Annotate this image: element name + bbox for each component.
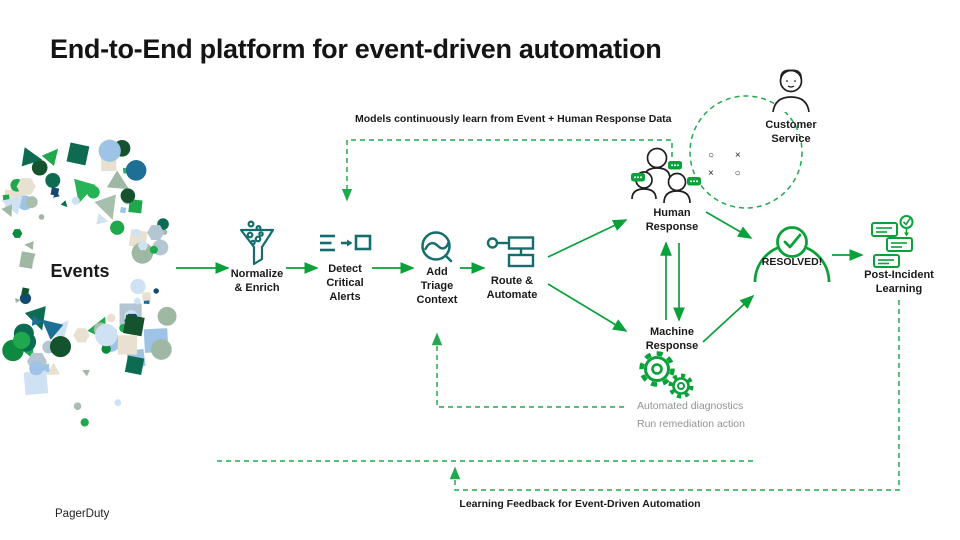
normalize-enrich-label: Normalize & Enrich	[230, 268, 284, 294]
models-learn-note: Models continuously learn from Event + H…	[355, 113, 672, 125]
ox-marks-row1: ○ ×	[708, 150, 750, 161]
customer-service-icon	[772, 69, 810, 113]
human-response-label: Human Response	[645, 207, 699, 233]
dashed-feedback-lines	[214, 95, 900, 491]
resolved-label: RESOLVED!	[761, 256, 823, 268]
funnel-icon	[239, 220, 275, 266]
solid-flow-arrows	[176, 211, 864, 343]
detect-alerts-icon	[320, 234, 372, 252]
dashed-customer-loop-circle	[689, 95, 803, 209]
detect-critical-alerts-label: Detect Critical Alerts	[326, 263, 364, 303]
brand-logo-text: PagerDuty	[55, 508, 110, 520]
human-response-icon	[631, 147, 701, 204]
learning-feedback-note: Learning Feedback for Event-Driven Autom…	[459, 498, 701, 510]
post-incident-icon	[871, 215, 914, 268]
dashed-models-learn-line	[341, 139, 673, 202]
arrow-human-resolved	[705, 211, 753, 239]
dashed-postincident-return-line	[449, 300, 900, 491]
route-automate-icon	[486, 236, 535, 268]
arrow-route-human	[547, 219, 628, 258]
run-remediation-note: Run remediation action	[637, 418, 745, 430]
customer-service-label: Customer Service	[765, 119, 817, 145]
ox-marks: ○ × × ○	[708, 147, 756, 182]
add-triage-context-label: Add Triage Context	[416, 266, 458, 306]
dashed-diagnostics-return-line	[431, 332, 624, 408]
arrow-route-machine	[547, 283, 628, 332]
post-incident-learning-label: Post-Incident Learning	[864, 269, 934, 295]
ox-marks-row2: × ○	[708, 167, 750, 179]
route-automate-label: Route & Automate	[486, 275, 538, 301]
triage-context-icon	[421, 231, 453, 263]
automated-diagnostics-note: Automated diagnostics	[637, 400, 744, 412]
page-title: End-to-End platform for event-driven aut…	[50, 34, 662, 64]
machine-response-label: Machine Response	[645, 326, 699, 352]
arrow-machine-resolved	[702, 294, 755, 343]
resolved-icon	[753, 226, 831, 283]
speech-bubbles	[631, 161, 701, 186]
events-label: Events	[50, 261, 110, 281]
gears-icon	[639, 351, 694, 399]
